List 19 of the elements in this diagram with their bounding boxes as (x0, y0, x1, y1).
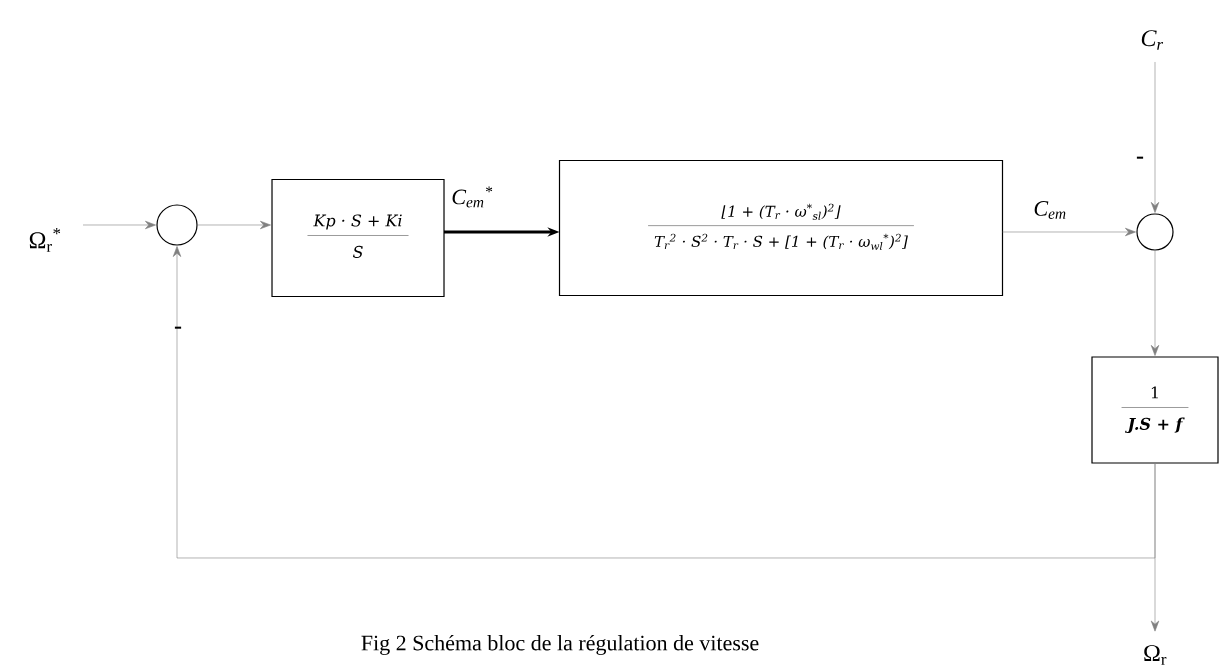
arrow (1150, 61, 1160, 213)
signal-label: Ω$_{r}$* (29, 228, 61, 252)
sign-label: - (174, 326, 182, 329)
summing-junction (156, 204, 198, 246)
arrow (1150, 250, 1160, 356)
signal-label: Ω$_{r}$ (1144, 645, 1167, 665)
transfer-function-block: Kp · S + Ki S (271, 178, 445, 298)
arrow (172, 246, 1156, 559)
arrow (1002, 227, 1136, 237)
edge-label: C$_{em}$* (450, 185, 494, 209)
sign-label: - (1136, 156, 1144, 159)
arrow (82, 220, 156, 230)
signal-label: C$_{r}$ (1141, 30, 1164, 50)
transfer-function-block: 1 J.S + f (1091, 356, 1219, 464)
arrow (197, 220, 271, 230)
edge-label: C$_{em}$ (1032, 200, 1068, 220)
caption: Fig 2 Schéma bloc de la régulation de vitesse (361, 634, 759, 655)
transfer-function-block: ⌊1 + (T$_{r}$ · ω$^{*}$$_{sl}$)$^{2}$⌋ T$_{r}$$^{2}$ · S$^{2}$ · T$_{r}$ · S + [1 + (T$_{r}$ · ω$_{wl}$$^{*}$)$^{2}$] (558, 159, 1004, 297)
summing-junction (1136, 213, 1174, 251)
